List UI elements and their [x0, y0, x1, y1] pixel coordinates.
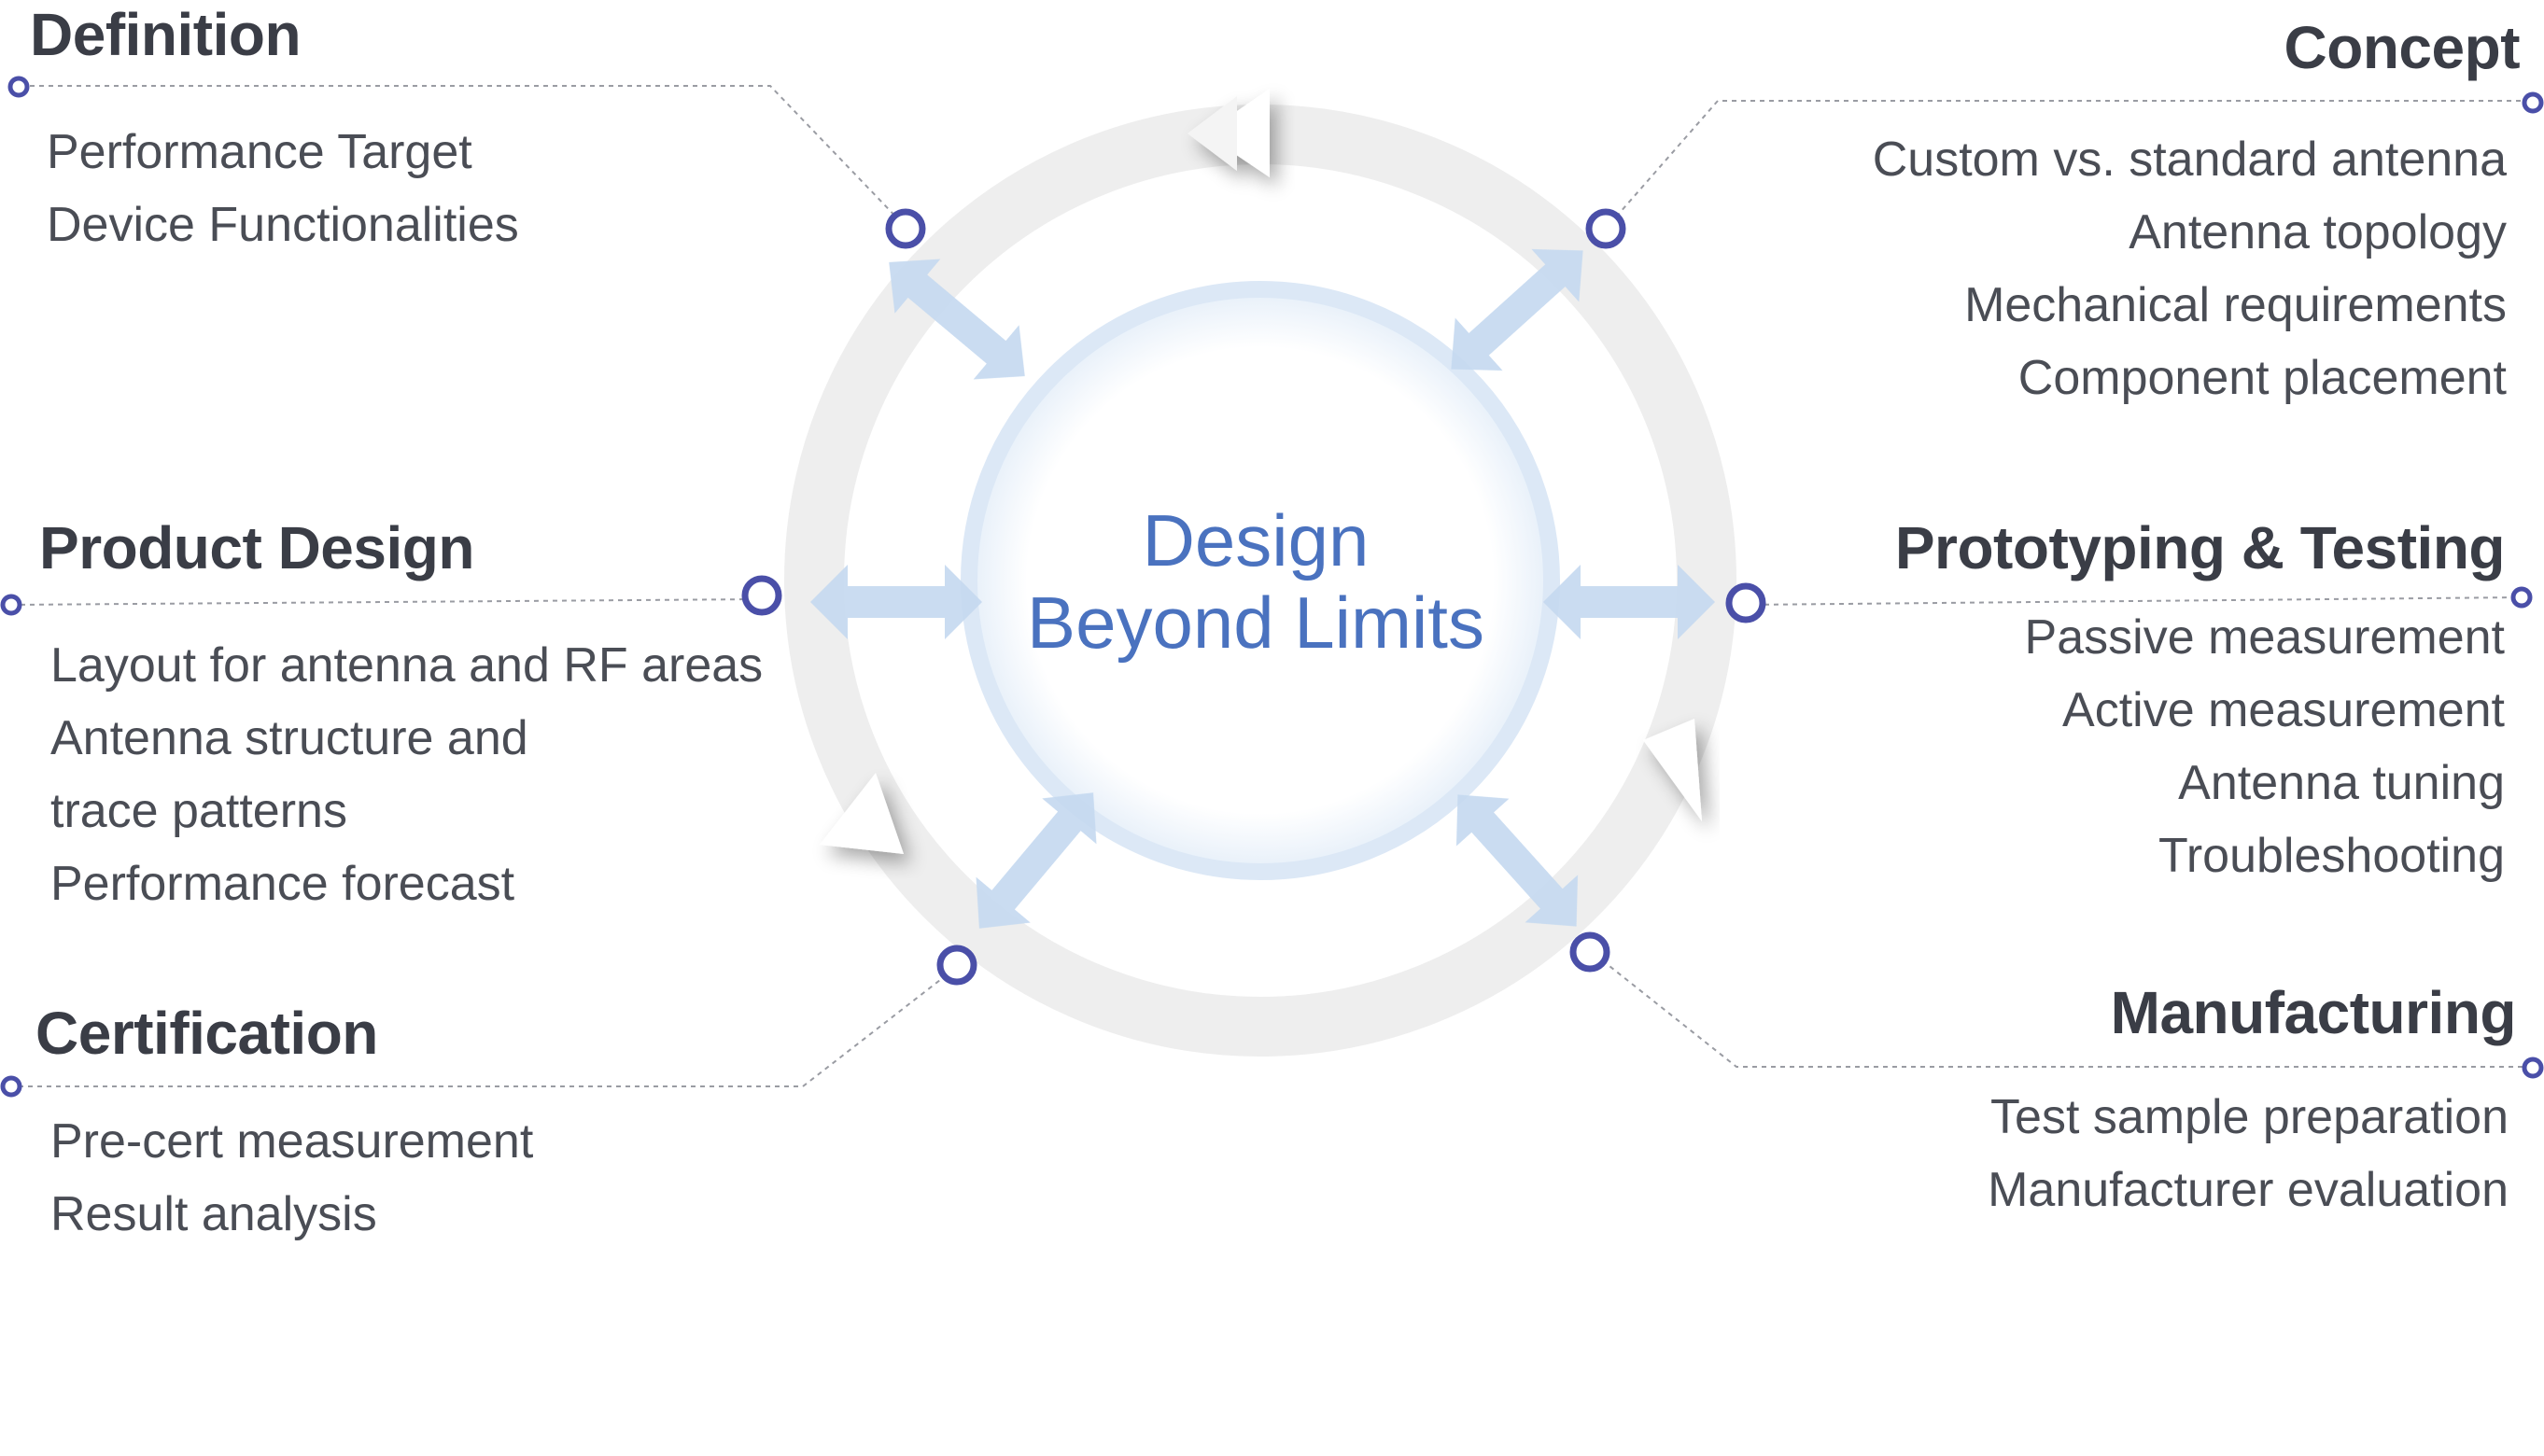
- manufacturing-title: Manufacturing: [2110, 979, 2517, 1046]
- prototyping-item: Troubleshooting: [2158, 829, 2505, 883]
- certification-panel: Certification Pre-cert measurement Resul…: [35, 999, 533, 1251]
- connector-definition: [21, 85, 907, 228]
- arrow-certification-icon: [976, 792, 1097, 929]
- concept-item: Component placement: [2017, 351, 2507, 405]
- connector-certification: [9, 966, 958, 1087]
- manufacturing-item: Manufacturer evaluation: [1988, 1163, 2509, 1217]
- node-concept-icon: [1585, 208, 1626, 249]
- center-title-line1: Design: [1142, 499, 1370, 581]
- definition-panel: Definition Performance Target Device Fun…: [30, 0, 519, 261]
- node-prototyping-icon: [1725, 582, 1766, 623]
- definition-title: Definition: [30, 1, 302, 68]
- node-manufacturing-icon: [1569, 931, 1610, 973]
- manufacturing-panel: Manufacturing Test sample preparation Ma…: [1988, 978, 2516, 1226]
- top-chevron-icon: [1188, 89, 1270, 177]
- arrow-product-design-icon: [810, 565, 982, 639]
- endpoint-concept-icon: [2522, 91, 2544, 114]
- center-title: Design Beyond Limits: [976, 499, 1536, 664]
- center-title-line2: Beyond Limits: [1027, 581, 1484, 664]
- product-design-item: Antenna structure and: [50, 711, 528, 765]
- connector-prototyping: [1745, 596, 2522, 606]
- product-design-item: Performance forecast: [50, 857, 515, 911]
- connector-concept: [1605, 100, 2530, 230]
- manufacturing-item: Test sample preparation: [1990, 1090, 2509, 1144]
- connector-manufacturing: [1591, 951, 2532, 1068]
- product-design-panel: Product Design Layout for antenna and RF…: [39, 513, 763, 920]
- prototyping-title: Prototyping & Testing: [1894, 514, 2506, 581]
- arrow-definition-icon: [889, 259, 1025, 380]
- concept-title: Concept: [2284, 14, 2521, 81]
- endpoint-manufacturing-icon: [2522, 1057, 2544, 1079]
- concept-item: Antenna topology: [2129, 205, 2507, 259]
- arrow-manufacturing-icon: [1455, 794, 1579, 927]
- prototyping-item: Active measurement: [2062, 683, 2505, 737]
- concept-item: Custom vs. standard antenna: [1872, 133, 2507, 187]
- node-certification-icon: [936, 945, 977, 986]
- inner-circle: [961, 281, 1560, 880]
- certification-title: Certification: [35, 1000, 378, 1067]
- definition-item: Performance Target: [47, 125, 472, 179]
- concept-item: Mechanical requirements: [1964, 278, 2507, 332]
- certification-item: Pre-cert measurement: [50, 1114, 534, 1169]
- prototyping-item: Passive measurement: [2024, 610, 2505, 665]
- connector-product-design: [10, 598, 762, 606]
- concept-panel: Concept Custom vs. standard antenna Ante…: [1872, 13, 2521, 414]
- left-chevron-icon: [820, 773, 904, 854]
- product-design-title: Product Design: [39, 514, 474, 581]
- endpoint-certification-icon: [0, 1075, 22, 1098]
- endpoint-product-design-icon: [0, 594, 22, 616]
- prototyping-item: Antenna tuning: [2178, 756, 2505, 810]
- definition-item: Device Functionalities: [47, 198, 519, 252]
- node-definition-icon: [885, 208, 926, 249]
- arrow-concept-icon: [1451, 248, 1583, 371]
- endpoint-prototyping-icon: [2510, 586, 2533, 609]
- node-product-design-icon: [741, 575, 782, 616]
- certification-item: Result analysis: [50, 1187, 377, 1241]
- prototyping-panel: Prototyping & Testing Passive measuremen…: [1894, 513, 2506, 892]
- product-design-item: Layout for antenna and RF areas: [50, 638, 764, 693]
- right-chevron-icon: [1643, 719, 1702, 821]
- arrow-prototyping-icon: [1543, 565, 1715, 639]
- endpoint-definition-icon: [7, 76, 30, 98]
- product-design-item: trace patterns: [50, 784, 347, 838]
